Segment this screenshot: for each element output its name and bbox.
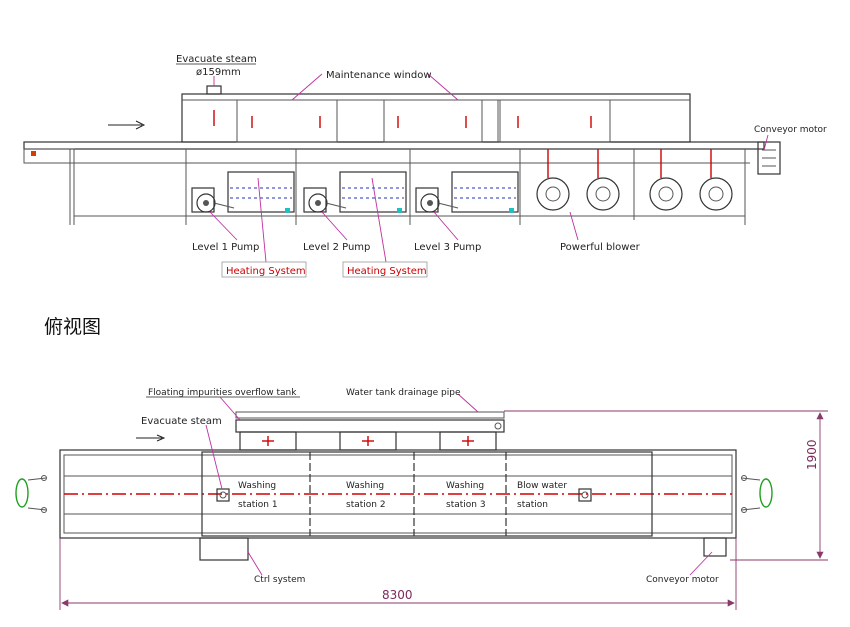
label-station3-line1: Washing bbox=[446, 481, 484, 491]
pump-3 bbox=[415, 187, 459, 213]
overflow-tank bbox=[235, 419, 505, 433]
steam-outlet bbox=[206, 85, 222, 95]
label-heating-system-2: Heating System bbox=[347, 266, 427, 277]
label-station1-line2: station 1 bbox=[238, 500, 278, 510]
label-evacuate-steam-top: Evacuate steam bbox=[141, 416, 222, 427]
conveyor-belt bbox=[23, 141, 765, 150]
label-station4-line1: Blow water bbox=[517, 481, 567, 491]
length-dimension-value: 8300 bbox=[382, 588, 413, 602]
side-view: Evacuate steam ø159mm Maintenance window… bbox=[23, 54, 827, 278]
label-level2-pump: Level 2 Pump bbox=[303, 242, 370, 253]
label-ctrl-system: Ctrl system bbox=[254, 575, 305, 585]
label-level1-pump: Level 1 Pump bbox=[192, 242, 259, 253]
label-station4-line2: station bbox=[517, 500, 548, 510]
tank-2 bbox=[339, 171, 407, 213]
label-floating-tank: Floating impurities overflow tank bbox=[148, 388, 297, 398]
label-station1-line1: Washing bbox=[238, 481, 276, 491]
label-pipe-size: ø159mm bbox=[196, 67, 241, 78]
label-evacuate-steam: Evacuate steam bbox=[176, 54, 257, 65]
tank-3 bbox=[451, 171, 519, 213]
label-conveyor-motor-side: Conveyor motor bbox=[754, 125, 827, 135]
blowers bbox=[536, 149, 733, 211]
machine-hood bbox=[181, 93, 691, 143]
machine-body-top bbox=[59, 449, 737, 539]
ctrl-system-box bbox=[199, 537, 249, 561]
top-view-title: 俯视图 bbox=[44, 316, 101, 338]
left-end-wheel bbox=[15, 475, 47, 513]
pump-2 bbox=[303, 187, 347, 213]
label-level3-pump: Level 3 Pump bbox=[414, 242, 481, 253]
label-drainage-pipe: Water tank drainage pipe bbox=[346, 388, 461, 398]
label-conveyor-motor-top: Conveyor motor bbox=[646, 575, 719, 585]
right-end-wheel bbox=[741, 475, 773, 513]
infeed-indicator bbox=[31, 151, 36, 156]
conveyor-motor bbox=[757, 141, 781, 175]
pump-1 bbox=[191, 187, 235, 213]
label-station3-line2: station 3 bbox=[446, 500, 486, 510]
label-heating-system-1: Heating System bbox=[226, 266, 306, 277]
label-powerful-blower: Powerful blower bbox=[560, 242, 641, 253]
conveyor-motor-box bbox=[703, 537, 727, 557]
label-station2-line2: station 2 bbox=[346, 500, 386, 510]
label-station2-line1: Washing bbox=[346, 481, 384, 491]
top-view: Floating impurities overflow tank Water … bbox=[15, 388, 828, 610]
width-dimension-value: 1900 bbox=[805, 439, 819, 470]
label-maintenance-window: Maintenance window bbox=[326, 70, 432, 81]
